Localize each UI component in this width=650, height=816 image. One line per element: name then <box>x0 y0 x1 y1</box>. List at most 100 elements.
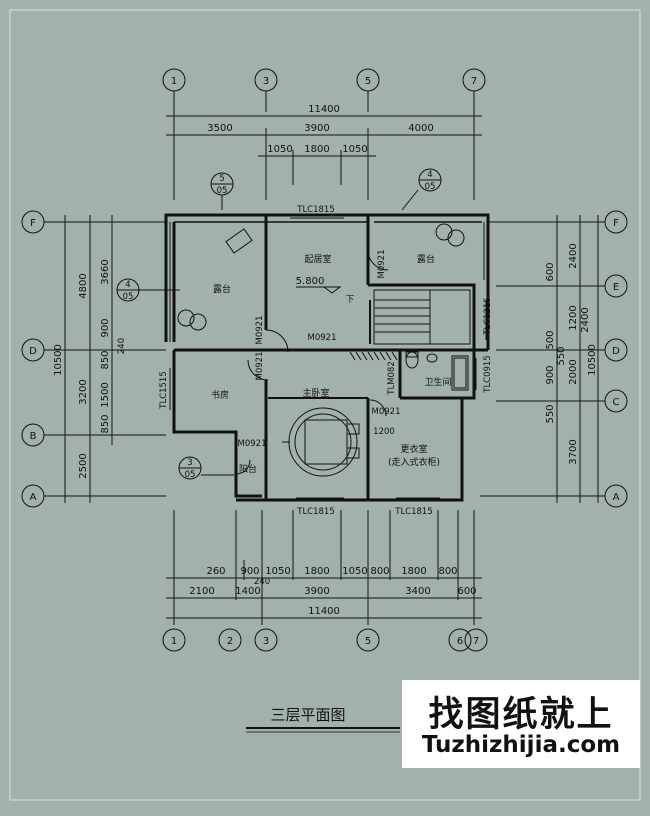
dim-top-seg-3: 4000 <box>408 123 433 134</box>
axis-bubbles-right <box>480 210 628 508</box>
axis-top-3: 3 <box>263 76 269 87</box>
section-1-sheet: 05 <box>217 186 228 196</box>
label-door-6: M0921 <box>238 439 267 449</box>
dim-top-sub-3: 1050 <box>342 144 367 155</box>
section-3-sheet: 05 <box>123 292 134 302</box>
watermark-chinese: 找图纸就上 <box>428 695 614 735</box>
dim-left-inner-1: 3660 <box>100 259 111 284</box>
label-level: 5.800 <box>296 276 325 287</box>
axis-top-7: 7 <box>471 76 477 87</box>
level-mark <box>296 286 342 294</box>
dim-top-seg-2: 3900 <box>304 123 329 134</box>
label-window-right-1: TLC1215 <box>483 297 493 336</box>
dim-top-sub-2: 1800 <box>304 144 329 155</box>
axis-bubbles-left <box>21 210 166 508</box>
axis-bot-6: 6 <box>457 636 463 647</box>
room-study: 书房 <box>211 389 229 401</box>
terrace-furniture <box>177 223 465 331</box>
dim-left-mid-3: 2500 <box>78 453 89 478</box>
label-bed-size: 1200 <box>373 427 395 437</box>
dim-bot-r2-4: 3400 <box>405 586 430 597</box>
axis-bot-5: 5 <box>365 636 371 647</box>
dim-right-inner-2: 500 <box>545 330 556 349</box>
axis-bubbles-top <box>162 68 486 112</box>
label-door-5: M0921 <box>372 407 401 417</box>
dim-bot-total: 11400 <box>308 606 340 617</box>
axis-left-F: F <box>30 218 36 229</box>
axis-right-D: D <box>612 346 620 357</box>
room-terrace-left: 露台 <box>213 283 231 295</box>
dim-bot-r2-2: 1400 <box>235 586 260 597</box>
dim-bot-r1-4: 1800 <box>304 566 329 577</box>
stair-hatch <box>349 351 398 361</box>
axis-left-A: A <box>30 492 37 503</box>
watermark-logo: 找图纸就上 Tuzhizhijia.com <box>402 680 640 768</box>
door-swings <box>235 249 389 475</box>
axis-right-F: F <box>613 218 619 229</box>
dim-left-outer: 10500 <box>53 344 64 376</box>
dim-bot-r1-5: 1050 <box>342 566 367 577</box>
section-2-num: 4 <box>427 170 432 180</box>
room-closet-note: (走入式衣柜) <box>388 456 440 468</box>
axis-bubbles-bottom <box>162 628 488 652</box>
dim-top-total: 11400 <box>308 104 340 115</box>
dim-bot-r1-1: 260 <box>206 566 225 577</box>
axis-bot-1: 1 <box>171 636 177 647</box>
dim-right-extra: 2400 <box>580 307 591 332</box>
dim-bot-r2-5: 600 <box>457 586 476 597</box>
dim-right-mid-2: 1200 <box>568 305 579 330</box>
axis-left-B: B <box>30 431 37 442</box>
axis-right-A: A <box>613 492 620 503</box>
dim-bot-r1-6: 800 <box>370 566 389 577</box>
label-door-7: TLM082 <box>387 361 397 396</box>
dim-left-inner-4: 1500 <box>100 382 111 407</box>
section-4-num: 3 <box>187 458 192 468</box>
drawing-title: 三层平面图 <box>270 706 345 724</box>
dim-top-seg-1: 3500 <box>207 123 232 134</box>
label-door-2: M0921 <box>308 333 337 343</box>
dim-bot-r1-7: 1800 <box>401 566 426 577</box>
label-door-4: M0921 <box>255 352 265 381</box>
dim-left-inner-5: 850 <box>100 414 111 433</box>
dim-lines-bottom <box>166 510 482 625</box>
room-closet: 更衣室 <box>400 443 427 455</box>
label-window-bot-1: TLC1815 <box>296 507 335 517</box>
label-window-left: TLC1515 <box>159 371 169 410</box>
dim-bot-r1-2: 900 <box>240 566 259 577</box>
room-living: 起居室 <box>304 253 331 265</box>
dim-right-mid-1: 2400 <box>568 243 579 268</box>
label-window-top: TLC1815 <box>296 205 335 215</box>
axis-left-D: D <box>29 346 37 357</box>
dim-lines-top <box>166 110 482 200</box>
label-window-right-2: TLC0915 <box>483 355 493 394</box>
room-terrace-right: 露台 <box>417 253 435 265</box>
dim-right-mid-4: 3700 <box>568 439 579 464</box>
label-window-bot-2: TLC1815 <box>394 507 433 517</box>
watermark-url: Tuzhizhijia.com <box>421 732 621 758</box>
axis-bot-3: 3 <box>263 636 269 647</box>
dim-top-sub-1: 1050 <box>267 144 292 155</box>
dim-bot-r2-1: 2100 <box>189 586 214 597</box>
sheet-border <box>9 9 641 801</box>
dim-bot-r2-3: 3900 <box>304 586 329 597</box>
dim-right-inner-3: 550 <box>556 346 567 365</box>
section-3-num: 4 <box>125 280 130 290</box>
dim-bot-r1-8: 800 <box>438 566 457 577</box>
label-door-3: M0921 <box>377 250 387 279</box>
dim-left-mid-1: 4800 <box>78 273 89 298</box>
label-door-1: M0921 <box>255 316 265 345</box>
axis-right-E: E <box>613 282 619 293</box>
dim-left-inner-3: 850 <box>100 350 111 369</box>
dim-right-inner-4: 900 <box>545 365 556 384</box>
axis-right-C: C <box>613 397 620 408</box>
axis-top-5: 5 <box>365 76 371 87</box>
dim-right-outer: 10500 <box>587 344 598 376</box>
axis-bot-2: 2 <box>227 636 233 647</box>
dim-right-inner-5: 550 <box>545 404 556 423</box>
dim-left-small: 240 <box>117 338 127 354</box>
railings <box>169 222 485 342</box>
bath-fixtures <box>405 351 469 391</box>
axis-bot-7: 7 <box>473 636 479 647</box>
room-balcony: 阳台 <box>239 463 257 475</box>
window-marks <box>169 217 487 499</box>
